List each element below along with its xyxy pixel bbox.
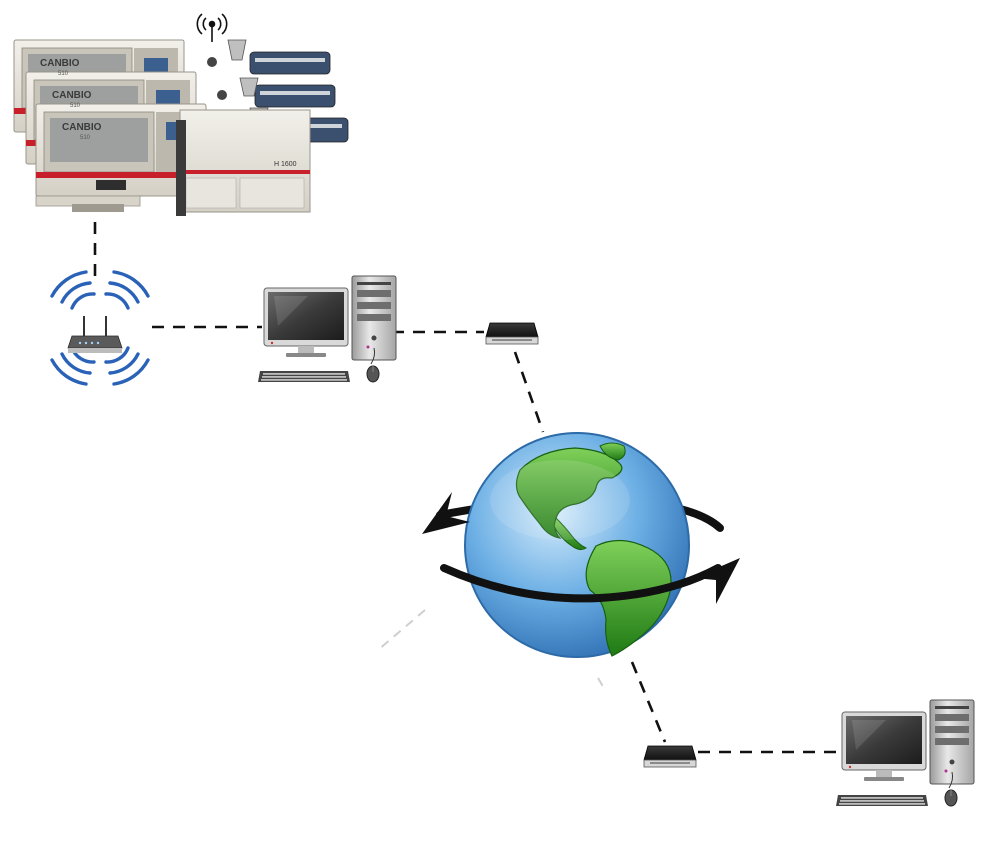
machine-brand-back: CANBIO bbox=[40, 58, 80, 69]
machine-brand-front: CANBIO bbox=[62, 122, 102, 133]
remote-workstation bbox=[835, 699, 975, 807]
modem-icon bbox=[643, 745, 697, 768]
injection-machines-group: CANBIO 510 CANBIO 510 CANBIO 510 H 1600 bbox=[13, 13, 349, 216]
local-workstation bbox=[257, 275, 397, 383]
orbit-arrowhead-left bbox=[422, 492, 470, 534]
machine-brand-middle: CANBIO bbox=[52, 90, 92, 101]
faint-artifacts bbox=[377, 609, 606, 691]
machine-clamp-housing bbox=[176, 109, 311, 216]
modem-icon bbox=[485, 322, 539, 345]
connection-links bbox=[93, 222, 838, 754]
desktop-computer-icon bbox=[835, 699, 975, 807]
internet-globe bbox=[422, 432, 740, 658]
link-modem-to-globe bbox=[513, 351, 545, 433]
orbit-arrow-front bbox=[440, 564, 722, 603]
orbit-arrowhead-right bbox=[694, 558, 740, 604]
machine-model-front: 510 bbox=[80, 135, 91, 141]
machine-labels: CANBIO 510 CANBIO 510 CANBIO 510 H 1600 bbox=[40, 58, 297, 168]
machine-antenna-icon bbox=[196, 13, 228, 42]
link-globe-to-remote-modem bbox=[630, 661, 667, 743]
machine-unit-label: H 1600 bbox=[274, 161, 297, 168]
machine-model-middle: 510 bbox=[70, 103, 81, 109]
local-modem bbox=[485, 322, 539, 345]
globe-icon bbox=[464, 432, 690, 658]
desktop-computer-icon bbox=[257, 275, 397, 383]
wifi-router-icon bbox=[50, 270, 150, 386]
machine-model-back: 510 bbox=[58, 71, 69, 77]
injection-machine-front bbox=[35, 103, 207, 212]
remote-modem bbox=[643, 745, 697, 768]
